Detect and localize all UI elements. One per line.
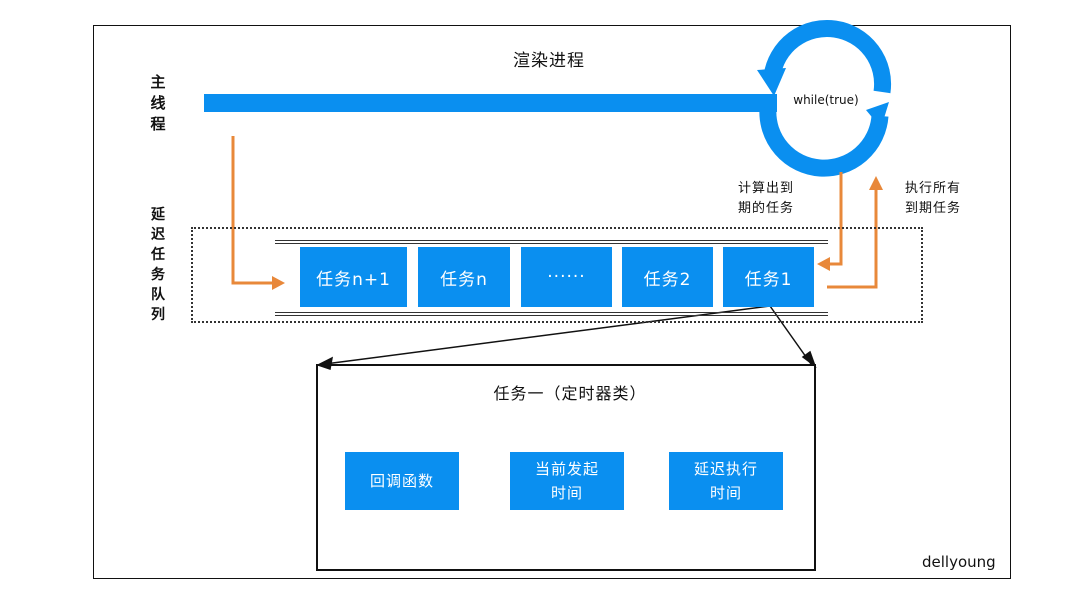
loop-label: while(true) — [793, 93, 859, 107]
diagram-frame — [93, 25, 1011, 579]
execute-due-note: 执行所有 到期任务 — [905, 181, 962, 216]
loop-ring-icon — [757, 19, 892, 177]
enqueue-arrow — [231, 136, 285, 290]
task-n-plus-1: 任务n+1 — [300, 247, 407, 307]
queue-rail-bottom — [275, 312, 828, 316]
delayed-queue-label: 延 迟 任 务 队 列 — [151, 207, 165, 323]
task-detail-title: 任务一（定时器类） — [493, 384, 647, 403]
compute-due-note: 计算出到 期的任务 — [738, 181, 795, 216]
main-thread-label: 主 线 程 — [150, 73, 166, 133]
task-detail-box — [316, 364, 816, 571]
execute-due-arrow — [827, 176, 883, 289]
main-thread-bar — [204, 94, 777, 112]
compute-due-arrow — [817, 172, 843, 271]
task-1: 任务1 — [723, 247, 814, 307]
queue-rail-top — [275, 240, 828, 244]
delay-time-field: 延迟执行 时间 — [669, 452, 783, 510]
task-n: 任务n — [418, 247, 510, 307]
start-time-field: 当前发起 时间 — [510, 452, 624, 510]
task-ellipsis: ······ — [521, 247, 612, 307]
task-2: 任务2 — [622, 247, 713, 307]
render-process-title: 渲染进程 — [513, 51, 585, 71]
author-credit: dellyoung — [922, 553, 996, 571]
delayed-task-queue — [191, 227, 923, 323]
callback-field: 回调函数 — [345, 452, 459, 510]
